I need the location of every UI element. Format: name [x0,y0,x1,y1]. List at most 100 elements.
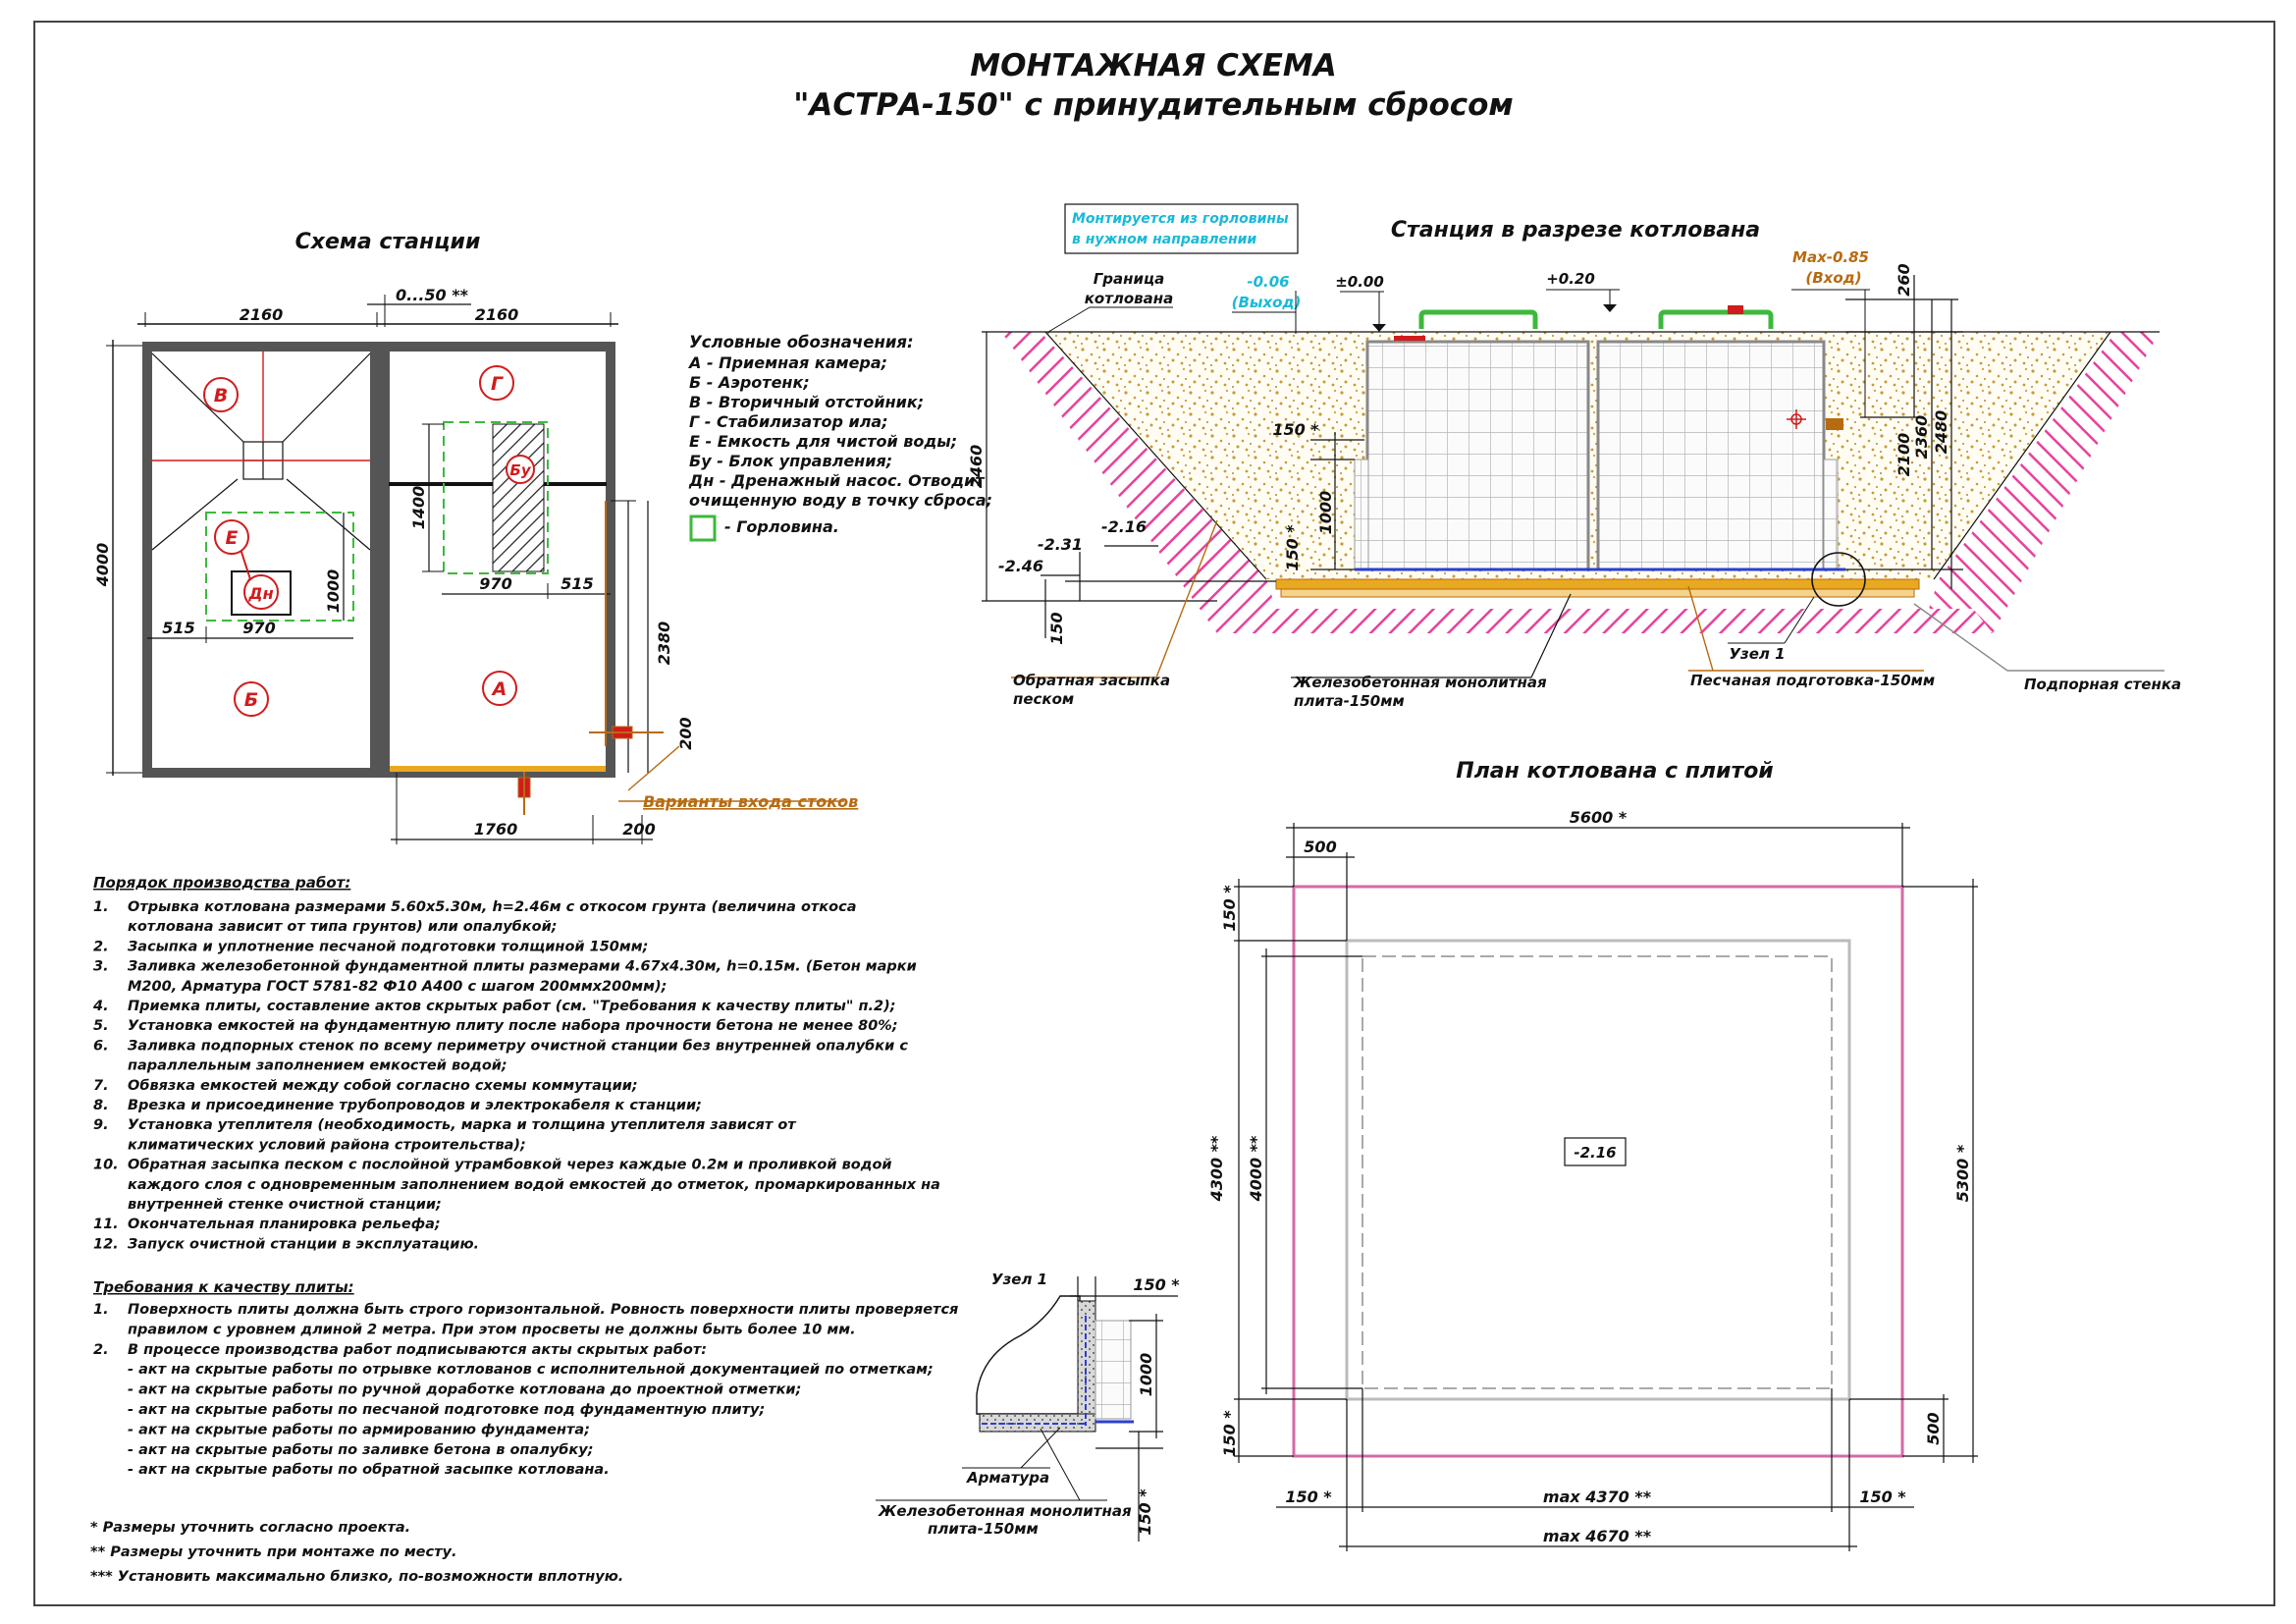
callout-backfill-line-1: Обратная засыпка [1013,672,1170,689]
legend-item-8: очищенную воду в точку сброса; [689,491,992,510]
node-detail-heading: Узел 1 [991,1271,1047,1288]
dim-970-a: 970 [242,619,275,637]
mount-note-box [1064,203,1299,254]
legend-heading: Условные обозначения: [689,333,914,352]
procedure-line-text: климатических условий района строительст… [128,1137,526,1153]
plan-dim-150-bottom: 150 * [1220,1410,1239,1457]
station-scheme: Схема станции 2160 2160 0...50 ** 4000 [93,230,858,844]
node-1-marker [1811,552,1866,607]
dim-1000-section: 1000 [1316,491,1335,535]
plan-dim-150-left: 150 * [1285,1488,1332,1506]
dim-1000: 1000 [324,569,343,614]
plan-pit [1292,885,1904,1458]
quality-line-text: - акт на скрытые работы по заливке бетон… [128,1442,594,1458]
plan-dim-5600: 5600 * [1570,808,1628,827]
legend: Условные обозначения: А - Приемная камер… [687,333,992,542]
procedure-line-text: Засыпка и уплотнение песчаной подготовки… [128,939,648,954]
chamber-dn: Дн [247,584,273,603]
procedure-line-number: 11. [93,1217,119,1232]
dim-150-side: 150 * [1283,524,1302,571]
procedure-line-number: 2. [93,939,109,954]
procedure-line-number: 1. [93,899,109,915]
plan-dim-max4670: max 4670 ** [1543,1527,1652,1545]
procedure-line-text: Обратная засыпка песком с послойной утра… [128,1158,892,1173]
tank-clean-water [205,512,354,622]
dim-gap: 0...50 ** [396,286,469,304]
outlet-level: -0.06 [1247,273,1289,291]
node-rebar-label: Арматура [966,1469,1049,1487]
dim-200-v: 200 [676,717,695,749]
footnote-2: ** Размеры уточнить при монтаже по месту… [90,1544,456,1560]
node-tank-wall [1095,1320,1132,1420]
section-heading: Станция в разрезе котлована [1391,218,1760,243]
quality-line-text: - акт на скрытые работы по песчаной подг… [128,1402,765,1418]
legend-item-3: В - Вторичный отстойник; [689,393,924,411]
dim-150-bottom: 150 [1047,612,1066,644]
mount-note-line-2: в нужном направлении [1072,232,1256,247]
procedure-line-number: 4. [92,999,109,1014]
node-detail: Узел 1 150 * 1000 150 * Арматура Железоб… [876,1271,1180,1542]
procedure-line-number: 6. [93,1038,109,1054]
plan-dim-150-right: 150 * [1859,1488,1906,1506]
quality-list: Требования к качеству плиты: 1.Поверхнос… [93,1278,958,1478]
callout-wall: Подпорная стенка [2024,676,2181,693]
section-view: Станция в разрезе котлована Монтируется … [967,203,2181,710]
quality-line-text: Поверхность плиты должна быть строго гор… [128,1302,958,1318]
pit-boundary-line-1: Граница [1094,270,1165,288]
dim-width-left: 2160 [240,305,284,324]
title-line-2: "АСТРА-150" с принудительным сбросом [793,87,1514,123]
footnotes: * Размеры уточнить согласно проекта. ** … [90,1520,623,1585]
dim-2380: 2380 [655,622,673,666]
legend-item-4: Г - Стабилизатор ила; [689,412,888,431]
node-slab-line-1: Железобетонная монолитная [878,1502,1132,1520]
level-zero: ±0.00 [1335,273,1384,291]
soil-left [1001,332,1276,633]
chamber-a: А [491,678,507,700]
plan-heading: План котлована с плитой [1456,759,1773,784]
quality-line-text: - акт на скрытые работы по обратной засы… [128,1462,610,1478]
quality-line-number: 1. [93,1302,109,1318]
procedure-line-text: Обвязка емкостей между собой согласно сх… [128,1078,638,1094]
procedure-line-number: 9. [93,1117,109,1133]
procedure-line-number: 10. [93,1158,119,1173]
plan-dim-500-right: 500 [1924,1412,1943,1444]
legend-item-5: Е - Емкость для чистой воды; [689,432,957,451]
outlet-label: (Выход) [1232,294,1302,311]
manhole-right-section [1658,309,1774,329]
plan-dim-500-top: 500 [1304,838,1336,856]
level-minus-216: -2.16 [1101,517,1147,536]
dim-200-h: 200 [622,820,655,839]
legend-item-1: А - Приемная камера; [687,353,887,372]
dim-2100: 2100 [1895,433,1913,477]
quality-line-text: - акт на скрытые работы по армированию ф… [128,1422,590,1437]
node-dim-1000: 1000 [1137,1353,1155,1397]
procedure-line-text: внутренней стенке очистной станции; [128,1197,442,1213]
quality-line-text: В процессе производства работ подписываю… [128,1342,707,1358]
mount-note-line-1: Монтируется из горловины [1072,211,1289,227]
procedure-line-text: котлована зависит от типа грунтов) или о… [128,919,558,935]
manhole-left [1418,309,1538,329]
level-minus-231: -2.31 [1038,535,1083,554]
dim-width-right: 2160 [475,305,519,324]
inlet-level: Max-0.85 [1792,248,1869,266]
callout-backfill-line-2: песком [1013,690,1074,708]
sheet-frame [33,21,2275,1606]
legend-item-7: Дн - Дренажный насос. Отводит [688,471,986,490]
dim-1760: 1760 [474,820,518,839]
legend-item-2: Б - Аэротенк; [689,373,810,392]
tank-right [380,342,615,778]
soil-right [1929,332,2160,633]
procedure-line-text: параллельным заполнением емкостей водой; [128,1058,507,1074]
procedure-line-number: 8. [93,1098,109,1113]
plan-dim-4300: 4300 ** [1207,1135,1226,1202]
procedure-heading: Порядок производства работ: [93,874,350,892]
chamber-b: Б [244,689,258,711]
procedure-list: Порядок производства работ: 1. Отрывка ко… [92,874,940,1252]
chamber-v: В [214,385,228,406]
chamber-g: Г [491,373,504,395]
chamber-e: Е [226,527,239,549]
procedure-line-text: Отрывка котлована размерами 5.60х5.30м, … [128,899,857,915]
section-tank-right [1596,340,1826,571]
inlet-level-label: (Вход) [1805,269,1861,287]
tank-left [142,342,380,778]
